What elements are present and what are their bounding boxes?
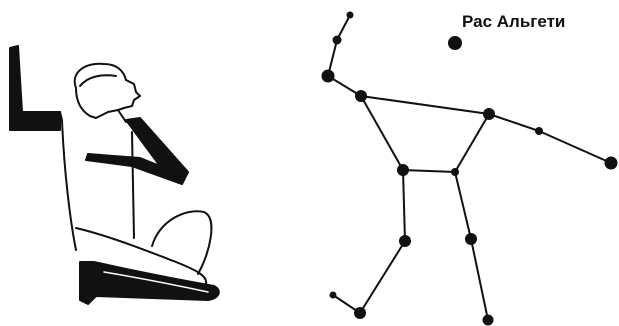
constellation-lines xyxy=(328,15,611,320)
forearm xyxy=(86,118,188,184)
star xyxy=(355,90,367,102)
star xyxy=(354,307,366,319)
kneeling-figure-drawing xyxy=(10,46,219,304)
star xyxy=(333,36,342,45)
hair-line xyxy=(80,75,116,86)
star xyxy=(605,157,618,170)
back-line xyxy=(118,110,126,122)
constellation-stars xyxy=(322,12,618,326)
foot xyxy=(80,262,219,304)
arm-line xyxy=(132,132,134,238)
star xyxy=(330,292,337,299)
star-label-ras-algethi: Рас Альгети xyxy=(462,12,565,31)
star xyxy=(483,108,495,120)
star-ras-algethi xyxy=(448,36,462,50)
star xyxy=(322,70,335,83)
torso xyxy=(60,112,76,250)
star xyxy=(465,233,477,245)
raised-arm xyxy=(10,46,60,130)
star xyxy=(451,168,459,176)
star xyxy=(347,12,354,19)
head xyxy=(75,64,140,118)
star xyxy=(535,127,543,135)
star xyxy=(483,315,494,326)
star xyxy=(399,235,411,247)
star xyxy=(397,164,409,176)
